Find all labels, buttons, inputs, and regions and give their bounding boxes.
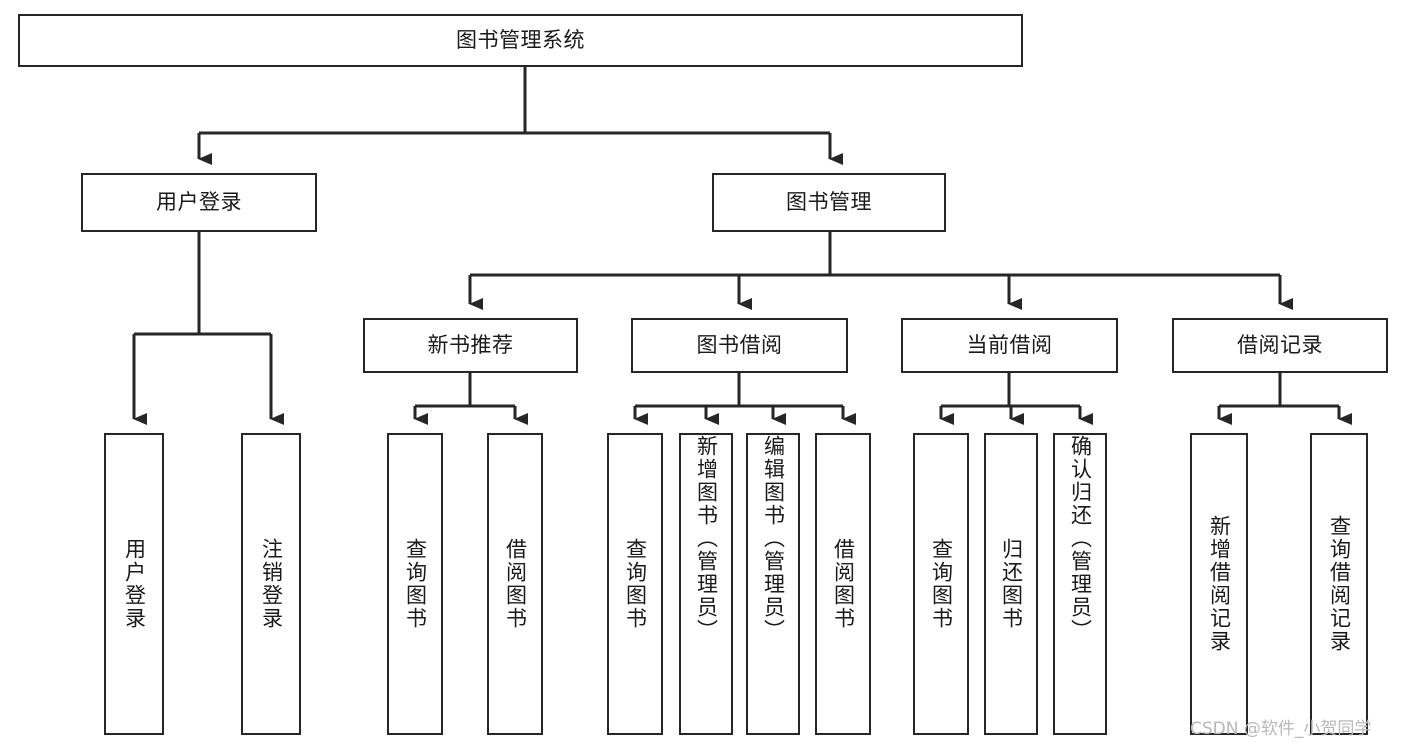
node-leaf-query-book-2-label: 查询图书 bbox=[623, 538, 648, 630]
node-book-borrow-label: 图书借阅 bbox=[696, 332, 783, 357]
node-leaf-query-record[interactable]: 查询借阅记录 bbox=[1310, 433, 1368, 735]
node-borrow-record-label: 借阅记录 bbox=[1237, 332, 1323, 357]
node-leaf-borrow-book-2[interactable]: 借阅图书 bbox=[815, 433, 871, 735]
node-current-borrow-label: 当前借阅 bbox=[966, 332, 1053, 357]
node-leaf-edit-book-label: 编辑图书（管理员） bbox=[761, 435, 786, 642]
node-leaf-logout[interactable]: 注销登录 bbox=[241, 433, 301, 735]
node-leaf-add-book-label: 新增图书（管理员） bbox=[694, 435, 719, 642]
node-book-borrow[interactable]: 图书借阅 bbox=[631, 318, 848, 373]
node-leaf-user-login-label: 用户登录 bbox=[122, 538, 147, 630]
node-leaf-query-book-3[interactable]: 查询图书 bbox=[913, 433, 969, 735]
node-root[interactable]: 图书管理系统 bbox=[18, 14, 1023, 67]
node-leaf-query-book-1-label: 查询图书 bbox=[403, 538, 428, 630]
node-root-label: 图书管理系统 bbox=[456, 27, 585, 52]
node-new-book-recommend[interactable]: 新书推荐 bbox=[363, 318, 578, 373]
node-leaf-edit-book[interactable]: 编辑图书（管理员） bbox=[746, 433, 800, 735]
node-leaf-query-book-1[interactable]: 查询图书 bbox=[387, 433, 443, 735]
node-new-book-recommend-label: 新书推荐 bbox=[427, 332, 514, 357]
node-leaf-return-book-label: 归还图书 bbox=[999, 538, 1024, 630]
node-book-management-label: 图书管理 bbox=[786, 189, 872, 214]
node-leaf-query-record-label: 查询借阅记录 bbox=[1327, 515, 1352, 653]
node-leaf-return-book[interactable]: 归还图书 bbox=[984, 433, 1038, 735]
node-user-login[interactable]: 用户登录 bbox=[81, 173, 317, 232]
node-leaf-logout-label: 注销登录 bbox=[259, 538, 284, 630]
node-borrow-record[interactable]: 借阅记录 bbox=[1172, 318, 1388, 373]
node-leaf-add-book[interactable]: 新增图书（管理员） bbox=[679, 433, 733, 735]
node-leaf-add-record[interactable]: 新增借阅记录 bbox=[1190, 433, 1248, 735]
node-leaf-confirm-return-label: 确认归还（管理员） bbox=[1068, 435, 1093, 642]
node-leaf-user-login[interactable]: 用户登录 bbox=[104, 433, 164, 735]
node-leaf-borrow-book-1-label: 借阅图书 bbox=[503, 538, 528, 630]
node-leaf-confirm-return[interactable]: 确认归还（管理员） bbox=[1053, 433, 1107, 735]
node-leaf-borrow-book-2-label: 借阅图书 bbox=[831, 538, 856, 630]
node-leaf-add-record-label: 新增借阅记录 bbox=[1207, 515, 1232, 653]
node-current-borrow[interactable]: 当前借阅 bbox=[901, 318, 1118, 373]
node-user-login-label: 用户登录 bbox=[156, 189, 242, 214]
node-leaf-query-book-2[interactable]: 查询图书 bbox=[607, 433, 663, 735]
node-leaf-query-book-3-label: 查询图书 bbox=[929, 538, 954, 630]
node-leaf-borrow-book-1[interactable]: 借阅图书 bbox=[487, 433, 543, 735]
node-book-management[interactable]: 图书管理 bbox=[712, 173, 946, 232]
